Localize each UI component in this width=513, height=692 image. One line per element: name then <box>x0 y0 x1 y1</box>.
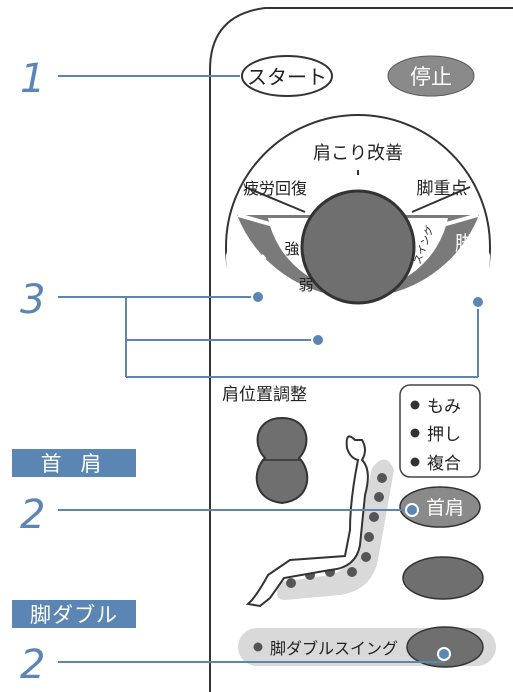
seated-figure-illustration <box>245 435 394 608</box>
stop-button[interactable]: 停止 <box>387 55 475 97</box>
callout-2a: 2 <box>20 492 45 538</box>
leg-double-swing-label: 脚ダブルスイング <box>270 639 398 658</box>
dial-label-weak: 弱 <box>298 276 313 294</box>
neck-shoulder-button[interactable]: 首肩 <box>399 486 481 528</box>
callout-2a-dot <box>405 503 419 517</box>
mode-momi: もみ <box>427 397 461 417</box>
dial-label-leg-simul-1: 脚 <box>455 231 475 255</box>
callout-2b-dot <box>437 647 451 661</box>
dial-label-fatigue-recovery[interactable]: 疲労回復 <box>243 179 307 198</box>
shoulder-adjust-label: 肩位置調整 <box>222 385 307 405</box>
seat-button[interactable] <box>402 556 484 600</box>
course-dial <box>225 114 491 387</box>
callout-2b: 2 <box>20 642 45 688</box>
callout-1: 1 <box>20 56 45 102</box>
svg-text:スタート: スタート <box>247 65 327 89</box>
callout-3-dot-strength <box>251 290 265 304</box>
callout-3-dot-leg <box>471 295 485 309</box>
dial-center-button[interactable] <box>300 189 416 305</box>
svg-text:首肩: 首肩 <box>426 497 464 519</box>
svg-text:停止: 停止 <box>410 65 452 89</box>
mode-list-box <box>399 384 481 478</box>
start-button[interactable]: スタート <box>241 55 333 97</box>
callout-3-leaders <box>58 296 479 378</box>
mode-fukugo: 複合 <box>427 454 461 474</box>
mode-oshi: 押し <box>427 425 461 445</box>
callout-3: 3 <box>20 277 45 323</box>
remote-body-outline <box>209 7 513 692</box>
dial-label-leg-simul-3: 時 <box>450 293 470 317</box>
dial-label-leg-focus[interactable]: 脚重点 <box>417 179 468 199</box>
dial-label-relax[interactable]: ゆったり <box>324 333 412 358</box>
section-tag-neck-shoulder: 首 肩 <box>12 449 136 477</box>
dial-label-strong: 強 <box>284 240 299 258</box>
shoulder-adjust-rocker[interactable] <box>255 416 309 505</box>
dial-label-leg-simul-2: 同 <box>455 261 475 285</box>
dial-label-strength-1: 強 <box>247 251 268 275</box>
section-tag-leg-double: 脚ダブル <box>12 600 136 628</box>
callout-3-dot-relax <box>311 333 325 347</box>
dial-label-shoulder-improve[interactable]: 肩こり改善 <box>313 143 403 164</box>
leg-double-swing-button[interactable] <box>406 626 484 668</box>
